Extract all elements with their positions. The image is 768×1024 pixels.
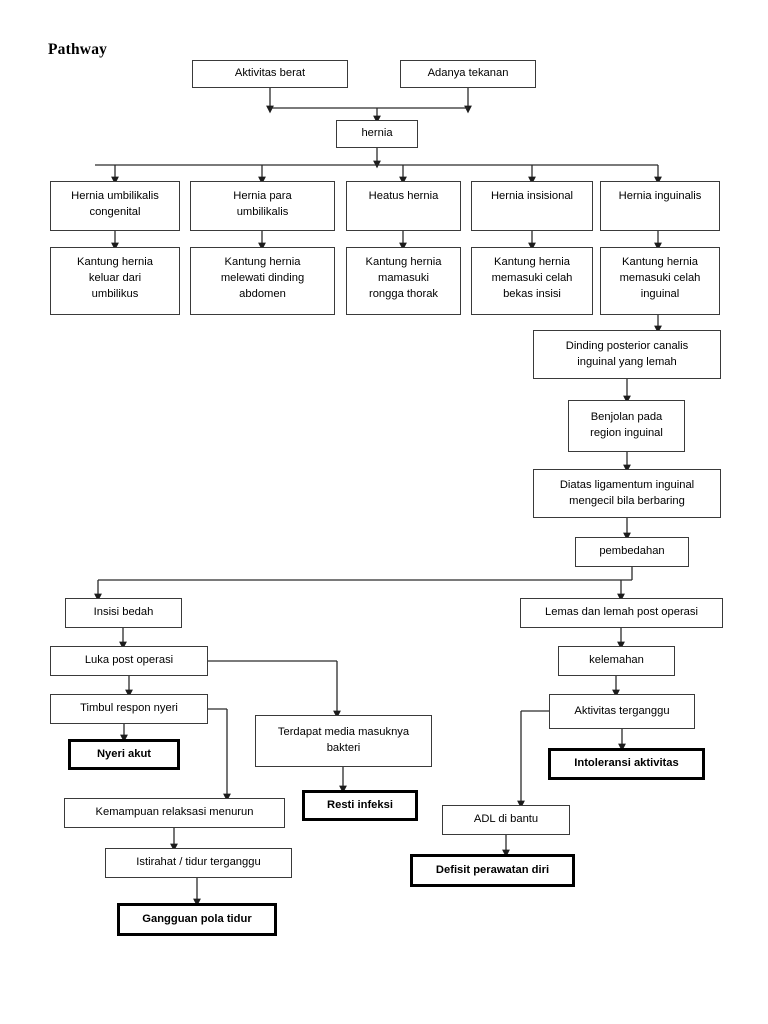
node-label: Luka post operasi — [84, 654, 174, 667]
node-label: Kantung hernia memasuki celah bekas insi… — [491, 256, 573, 300]
node-label: Hernia para umbilikalis — [233, 190, 292, 218]
node-istirahat-terganggu: Istirahat / tidur terganggu — [105, 848, 292, 878]
node-label: Hernia insisional — [490, 190, 574, 202]
node-label: Gangguan pola tidur — [142, 912, 252, 925]
node-label: Lemas dan lemah post operasi — [545, 606, 698, 619]
node-label: Insisi bedah — [93, 606, 154, 619]
node-kantung-thorak: Kantung hernia mamasuki rongga thorak — [346, 247, 461, 315]
node-adl-di-bantu: ADL di bantu — [442, 805, 570, 835]
node-intoleransi-aktivitas: Intoleransi aktivitas — [548, 748, 705, 780]
node-label: Kantung hernia melewati dinding abdomen — [220, 256, 305, 300]
node-kantung-umbilikus: Kantung hernia keluar dari umbilikus — [50, 247, 180, 315]
node-label: Hernia umbilikalis congenital — [71, 190, 159, 218]
node-label: Terdapat media masuknya bakteri — [277, 726, 410, 754]
node-benjolan: Benjolan pada region inguinal — [568, 400, 685, 452]
node-luka-post-operasi: Luka post operasi — [50, 646, 208, 676]
node-kemampuan-relaksasi: Kemampuan relaksasi menurun — [64, 798, 285, 828]
node-aktivitas-berat: Aktivitas berat — [192, 60, 348, 88]
node-label: Dinding posterior canalis inguinal yang … — [565, 339, 689, 368]
node-label: Aktivitas berat — [234, 67, 306, 80]
node-lemas-dan-lemah: Lemas dan lemah post operasi — [520, 598, 723, 628]
node-dinding-posterior: Dinding posterior canalis inguinal yang … — [533, 330, 721, 379]
node-diatas-ligamentum: Diatas ligamentum inguinal mengecil bila… — [533, 469, 721, 518]
node-label: Kantung hernia mamasuki rongga thorak — [365, 256, 442, 300]
node-label: Heatus hernia — [368, 190, 439, 202]
node-label: hernia — [361, 127, 393, 140]
node-nyeri-akut: Nyeri akut — [68, 739, 180, 770]
node-insisi-bedah: Insisi bedah — [65, 598, 182, 628]
node-gangguan-pola-tidur: Gangguan pola tidur — [117, 903, 277, 936]
node-hernia-umbilikalis: Hernia umbilikalis congenital — [50, 181, 180, 231]
node-label: Benjolan pada region inguinal — [590, 411, 663, 439]
node-hernia-insisional: Hernia insisional — [471, 181, 593, 231]
node-hernia-para-umbilikalis: Hernia para umbilikalis — [190, 181, 335, 231]
node-terdapat-media-bakteri: Terdapat media masuknya bakteri — [255, 715, 432, 767]
node-label: Intoleransi aktivitas — [574, 757, 679, 770]
node-label: Aktivitas terganggu — [574, 704, 670, 717]
node-label: kelemahan — [589, 654, 644, 667]
node-kelemahan: kelemahan — [558, 646, 675, 676]
node-label: Adanya tekanan — [427, 67, 509, 80]
node-label: Resti infeksi — [327, 798, 393, 811]
node-heatus-hernia: Heatus hernia — [346, 181, 461, 231]
node-label: Kemampuan relaksasi menurun — [95, 806, 254, 819]
node-timbul-respon-nyeri: Timbul respon nyeri — [50, 694, 208, 724]
node-label: Kantung hernia memasuki celah inguinal — [619, 256, 701, 300]
node-adanya-tekanan: Adanya tekanan — [400, 60, 536, 88]
node-label: Timbul respon nyeri — [80, 702, 178, 715]
node-label: Nyeri akut — [96, 747, 152, 760]
node-label: Kantung hernia keluar dari umbilikus — [77, 256, 153, 300]
node-label: pembedahan — [599, 545, 665, 558]
node-label: Diatas ligamentum inguinal mengecil bila… — [559, 478, 695, 507]
node-label: Defisit perawatan diri — [435, 863, 550, 876]
node-hernia: hernia — [336, 120, 418, 148]
page-title: Pathway — [48, 41, 108, 58]
node-label: Istirahat / tidur terganggu — [136, 856, 261, 869]
node-defisit-perawatan-diri: Defisit perawatan diri — [410, 854, 575, 887]
node-kantung-inguinal: Kantung hernia memasuki celah inguinal — [600, 247, 720, 315]
node-kantung-abdomen: Kantung hernia melewati dinding abdomen — [190, 247, 335, 315]
node-kantung-bekas-insisi: Kantung hernia memasuki celah bekas insi… — [471, 247, 593, 315]
node-pembedahan: pembedahan — [575, 537, 689, 567]
node-label: ADL di bantu — [473, 813, 539, 826]
node-resti-infeksi: Resti infeksi — [302, 790, 418, 821]
node-hernia-inguinalis: Hernia inguinalis — [600, 181, 720, 231]
node-label: Hernia inguinalis — [618, 190, 702, 202]
node-aktivitas-terganggu: Aktivitas terganggu — [549, 694, 695, 729]
